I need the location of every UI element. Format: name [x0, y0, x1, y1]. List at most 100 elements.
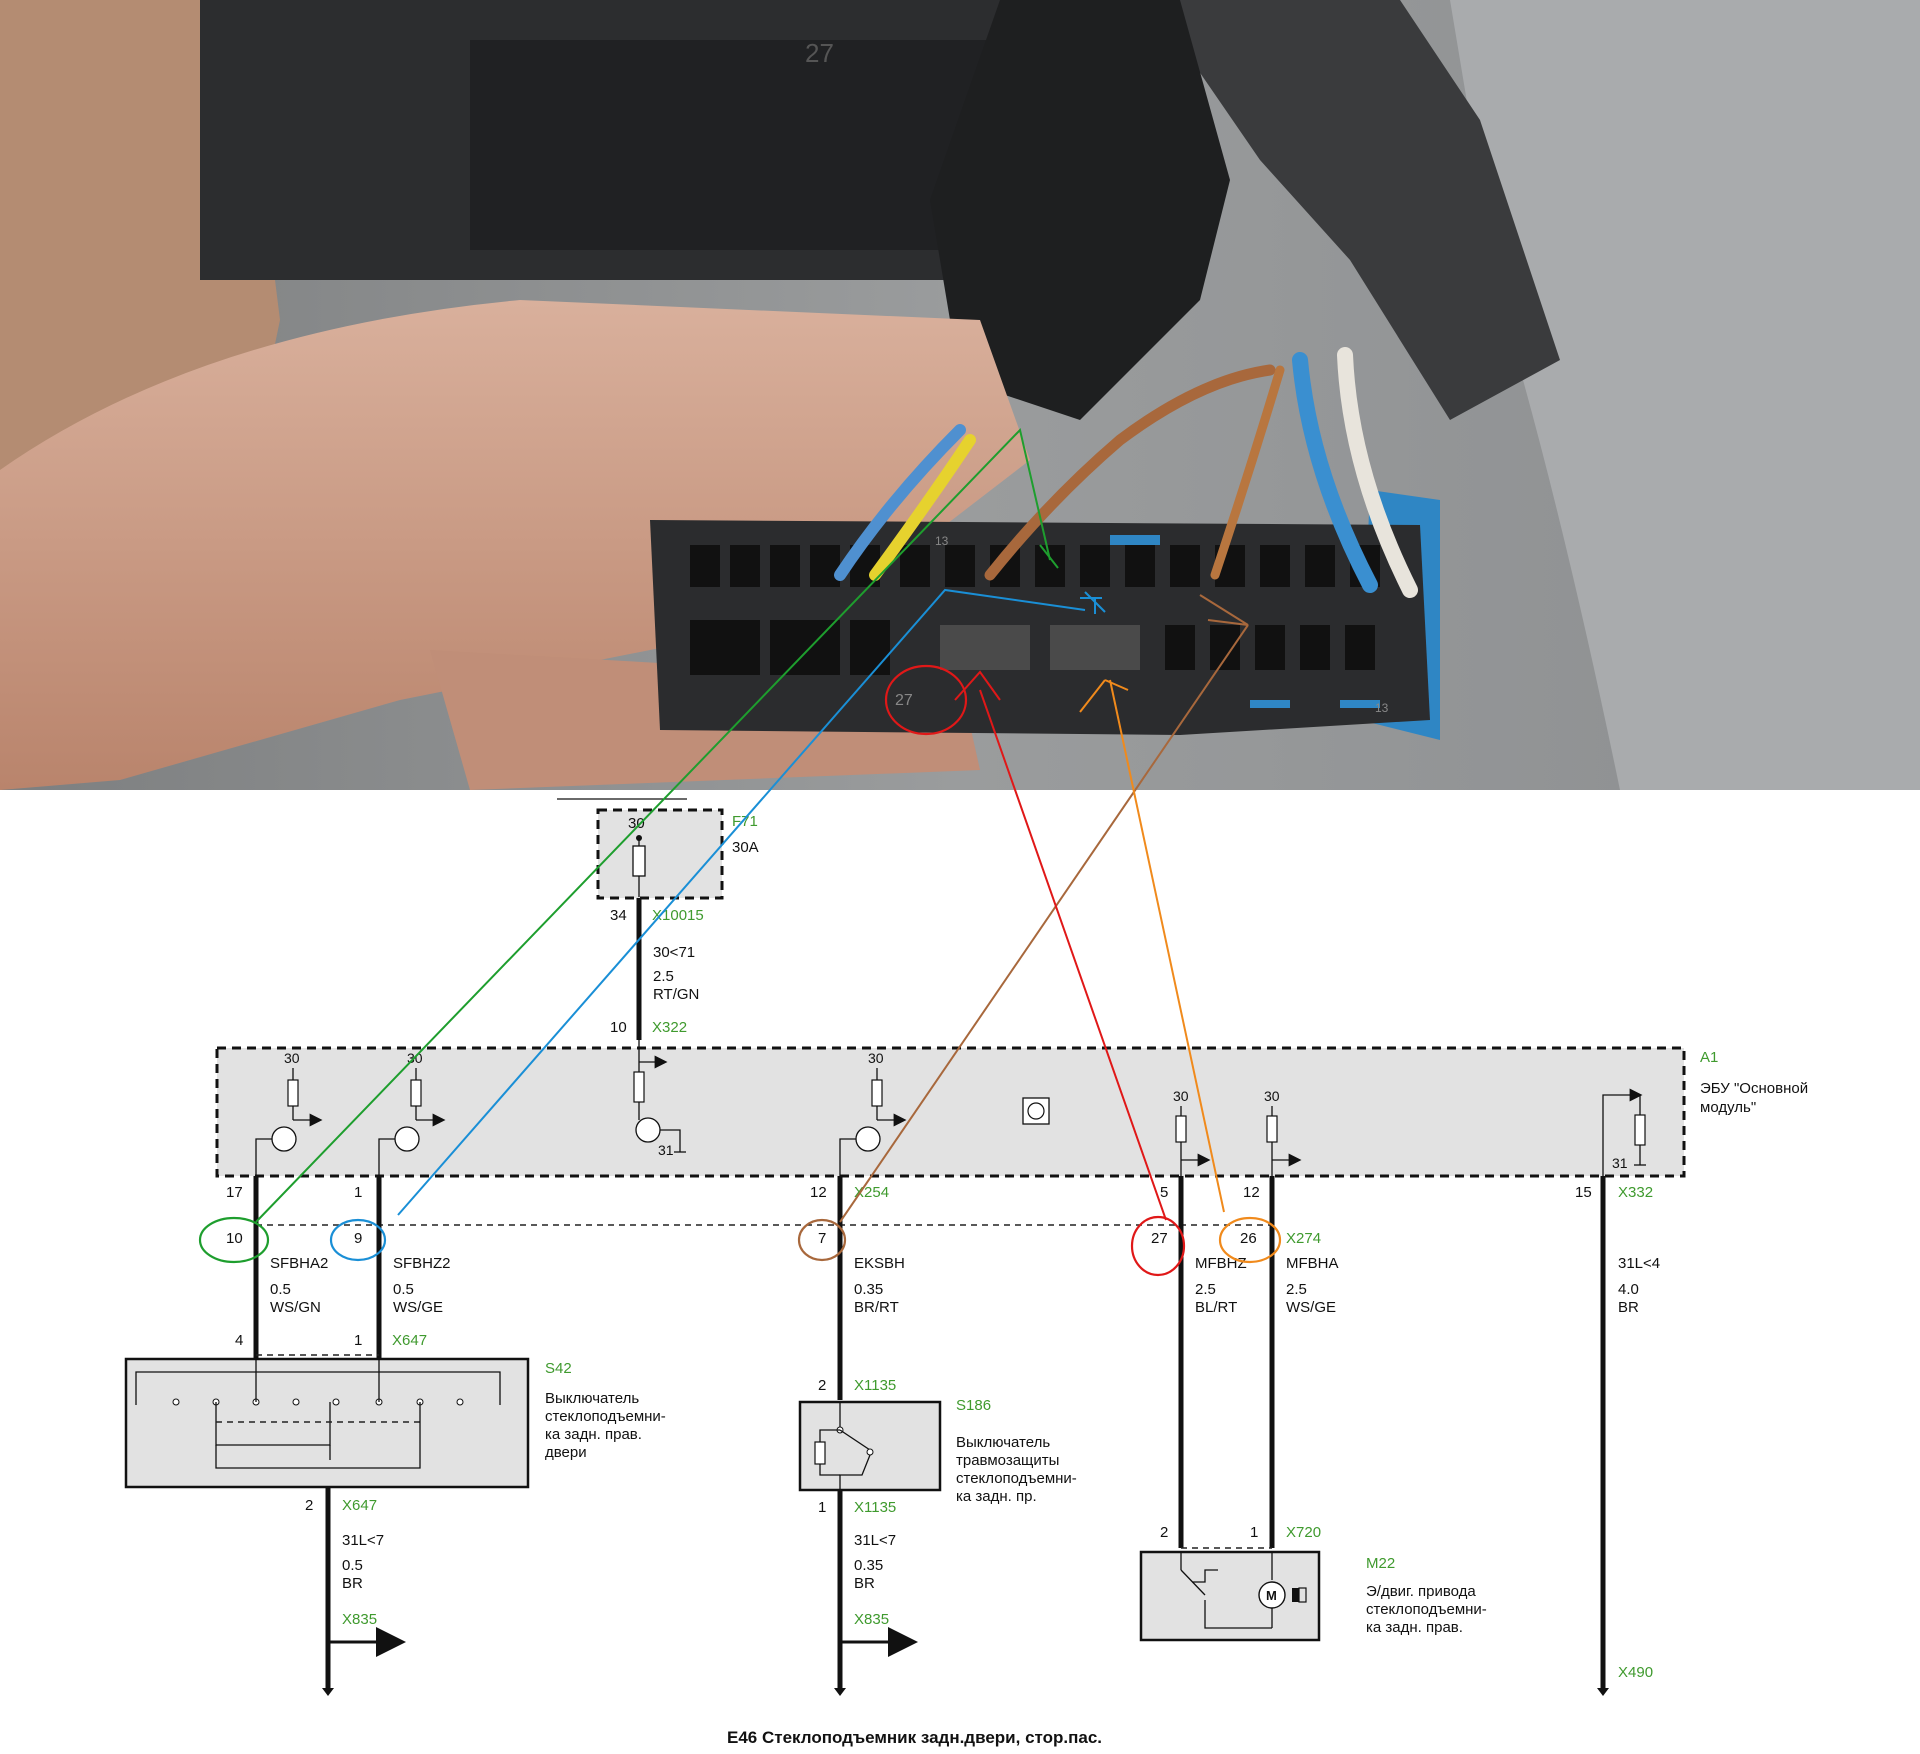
fuse-pin-out: 34 [610, 907, 627, 924]
ecu-driver-4: 30 [839, 1050, 907, 1176]
svg-text:BR: BR [854, 1575, 875, 1592]
svg-text:X490: X490 [1618, 1664, 1653, 1681]
svg-text:2: 2 [1160, 1524, 1168, 1541]
svg-text:M22: M22 [1366, 1555, 1395, 1572]
photo-label-27-top: 27 [805, 38, 834, 68]
svg-text:M: M [1266, 1588, 1277, 1603]
wire-ground-x332: 15 X332 31L<4 4.0 BR X490 [1575, 1176, 1660, 1696]
svg-text:0.5: 0.5 [342, 1557, 363, 1574]
svg-text:2: 2 [305, 1497, 313, 1514]
svg-text:двери: двери [545, 1444, 587, 1461]
ecu-driver-3: 31 [633, 1040, 686, 1158]
red-circle-photo [884, 664, 968, 736]
svg-text:5: 5 [1160, 1184, 1168, 1201]
svg-text:S186: S186 [956, 1397, 991, 1414]
switch-s186: 2 X1135 S186 Выключатель травмозащиты ст… [798, 1377, 1077, 1696]
svg-text:12: 12 [1243, 1184, 1260, 1201]
svg-text:X835: X835 [342, 1611, 377, 1628]
wire-eksbh: 12 X254 7 EKSBH 0.35 BR/RT [810, 1176, 905, 1400]
svg-text:BR/RT: BR/RT [854, 1299, 899, 1316]
photo-panel [1450, 0, 1920, 790]
svg-text:X332: X332 [1618, 1184, 1653, 1201]
fuse-terminal-30: 30 [628, 815, 645, 832]
svg-text:1: 1 [1250, 1524, 1258, 1541]
svg-text:10: 10 [226, 1230, 243, 1247]
svg-text:1: 1 [354, 1184, 362, 1201]
ecu-ref: A1 [1700, 1049, 1718, 1066]
red-circle-27 [1130, 1215, 1186, 1277]
svg-text:BL/RT: BL/RT [1195, 1299, 1237, 1316]
svg-text:7: 7 [818, 1230, 826, 1247]
wire-sfbha2: 17 10 SFBHA2 0.5 WS/GN [226, 1176, 328, 1358]
fuse-wire-size: 2.5 [653, 968, 674, 985]
svg-text:стеклоподъемни-: стеклоподъемни- [1366, 1601, 1487, 1618]
svg-text:MFBHA: MFBHA [1286, 1255, 1339, 1272]
svg-text:X835: X835 [854, 1611, 889, 1628]
ecu-a1 [215, 1046, 1686, 1178]
svg-text:0.5: 0.5 [393, 1281, 414, 1298]
svg-text:0.35: 0.35 [854, 1557, 883, 1574]
photo-hand [0, 300, 1030, 790]
svg-text:31L<7: 31L<7 [342, 1532, 384, 1549]
connector-photo: 27 [0, 0, 1920, 790]
svg-text:S42: S42 [545, 1360, 572, 1377]
photo-label-13-bottom: 13 [1375, 701, 1389, 715]
cable-loom [1150, 0, 1560, 420]
svg-text:X647: X647 [342, 1497, 377, 1514]
blue-annotation-line [397, 588, 1086, 1216]
svg-text:травмозащиты: травмозащиты [956, 1452, 1059, 1469]
svg-text:Выключатель: Выключатель [956, 1434, 1050, 1451]
svg-text:0.35: 0.35 [854, 1281, 883, 1298]
svg-text:1: 1 [354, 1332, 362, 1349]
ecu-chip-icon [1022, 1097, 1050, 1125]
svg-text:4: 4 [235, 1332, 243, 1349]
svg-text:30: 30 [1264, 1088, 1280, 1104]
svg-text:30: 30 [868, 1050, 884, 1066]
svg-text:X647: X647 [392, 1332, 427, 1349]
motor-m22: 2 1 X720 M M22 Э/двиг. привода стеклопод… [1139, 1524, 1487, 1642]
svg-text:26: 26 [1240, 1230, 1257, 1247]
svg-text:MFBHZ: MFBHZ [1195, 1255, 1247, 1272]
annotations [198, 427, 1282, 1277]
brown-circle-7 [797, 1218, 847, 1262]
svg-text:31: 31 [658, 1142, 674, 1158]
ecu-driver-2: 30 [378, 1050, 446, 1176]
svg-text:2.5: 2.5 [1195, 1281, 1216, 1298]
svg-text:30: 30 [1173, 1088, 1189, 1104]
svg-text:X274: X274 [1286, 1230, 1321, 1247]
wire-sfbhz2: 1 9 SFBHZ2 0.5 WS/GE [354, 1176, 451, 1358]
svg-text:30: 30 [284, 1050, 300, 1066]
fuse-connector-in: X322 [652, 1019, 687, 1036]
svg-text:BR: BR [1618, 1299, 1639, 1316]
svg-text:15: 15 [1575, 1184, 1592, 1201]
svg-text:ка задн. пр.: ка задн. пр. [956, 1488, 1037, 1505]
green-annotation-line [255, 427, 1051, 1223]
svg-text:9: 9 [354, 1230, 362, 1247]
orange-circle-26 [1218, 1216, 1282, 1264]
svg-text:1: 1 [818, 1499, 826, 1516]
schematic: 30 F71 30A 34 X10015 30<71 2.5 RT/GN 10 … [124, 798, 1808, 1747]
svg-text:Выключатель: Выключатель [545, 1390, 639, 1407]
svg-text:31L<7: 31L<7 [854, 1532, 896, 1549]
svg-text:27: 27 [1151, 1230, 1168, 1247]
ecu-driver-7: 31 [1602, 1088, 1646, 1176]
fuse-rating: 30A [732, 839, 759, 856]
orange-annotation-line [1109, 679, 1225, 1213]
photo-wires [834, 347, 1418, 598]
svg-text:ка задн. прав.: ка задн. прав. [1366, 1619, 1463, 1636]
ecu-driver-5: 30 [1173, 1088, 1211, 1176]
svg-text:4.0: 4.0 [1618, 1281, 1639, 1298]
svg-text:WS/GE: WS/GE [393, 1299, 443, 1316]
fuse-element [632, 845, 646, 877]
brown-annotation-line [839, 624, 1249, 1223]
svg-text:WS/GN: WS/GN [270, 1299, 321, 1316]
wire-mfbhz: 5 27 MFBHZ 2.5 BL/RT [1151, 1176, 1247, 1548]
red-annotation-line [979, 689, 1167, 1221]
svg-text:EKSBH: EKSBH [854, 1255, 905, 1272]
svg-text:31L<4: 31L<4 [1618, 1255, 1660, 1272]
svg-text:Э/двиг. привода: Э/двиг. привода [1366, 1583, 1476, 1600]
svg-text:17: 17 [226, 1184, 243, 1201]
photo-label-27-bottom: 27 [895, 692, 913, 709]
